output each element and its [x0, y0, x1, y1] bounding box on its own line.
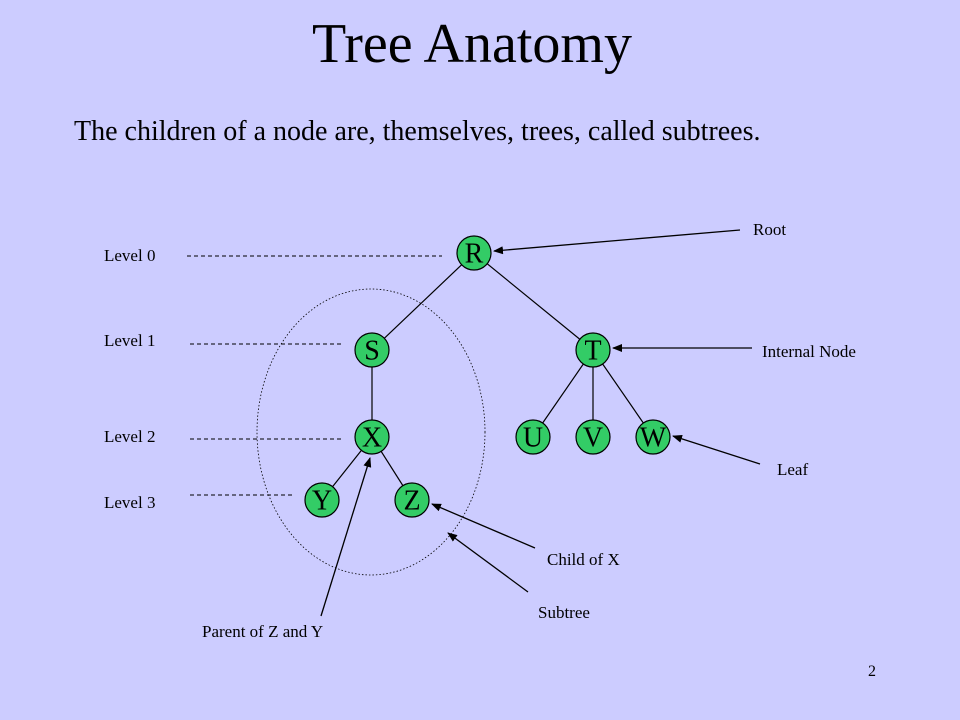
- level-0-label: Level 0: [104, 246, 155, 265]
- node-y-label: Y: [312, 486, 332, 517]
- node-w-label: W: [640, 423, 667, 454]
- node-s: S: [354, 332, 390, 368]
- edge-r-s: [371, 252, 475, 351]
- node-s-label: S: [364, 336, 380, 367]
- node-z-label: Z: [403, 486, 420, 517]
- node-x-label: X: [362, 423, 382, 454]
- node-v: V: [575, 419, 611, 455]
- subtree-arrow: [447, 532, 529, 593]
- node-t-label: T: [584, 336, 601, 367]
- internal-node-label: Internal Node: [762, 342, 856, 361]
- subtree-label: Subtree: [538, 603, 590, 622]
- leaf-label: Leaf: [777, 460, 808, 479]
- node-r: R: [456, 235, 492, 271]
- node-u: U: [515, 419, 551, 455]
- level-3-label: Level 3: [104, 493, 155, 512]
- node-t: T: [575, 332, 611, 368]
- edge-t-w: [592, 349, 654, 438]
- parent-of-z-and-y-arrow: [320, 457, 372, 617]
- edge-t-u: [532, 349, 594, 438]
- root-arrow: [493, 229, 741, 255]
- parent-of-z-and-y-label: Parent of Z and Y: [202, 622, 323, 641]
- node-z: Z: [394, 482, 430, 518]
- leaf-arrow: [672, 434, 761, 465]
- node-w: W: [635, 419, 671, 455]
- subtree-outline: [256, 288, 486, 576]
- child-of-x-arrow: [431, 503, 536, 549]
- node-x: X: [354, 419, 390, 455]
- node-v-label: V: [583, 423, 603, 454]
- level-2-label: Level 2: [104, 427, 155, 446]
- level-1-label: Level 1: [104, 331, 155, 350]
- root-label: Root: [753, 220, 786, 239]
- slide-subtitle: The children of a node are, themselves, …: [74, 116, 761, 147]
- node-r-label: R: [465, 239, 484, 270]
- node-u-label: U: [523, 423, 543, 454]
- node-y: Y: [304, 482, 340, 518]
- child-of-x-label: Child of X: [547, 550, 620, 569]
- slide-number: 2: [868, 663, 876, 680]
- edge-r-t: [473, 252, 594, 351]
- slide-title: Tree Anatomy: [312, 13, 632, 75]
